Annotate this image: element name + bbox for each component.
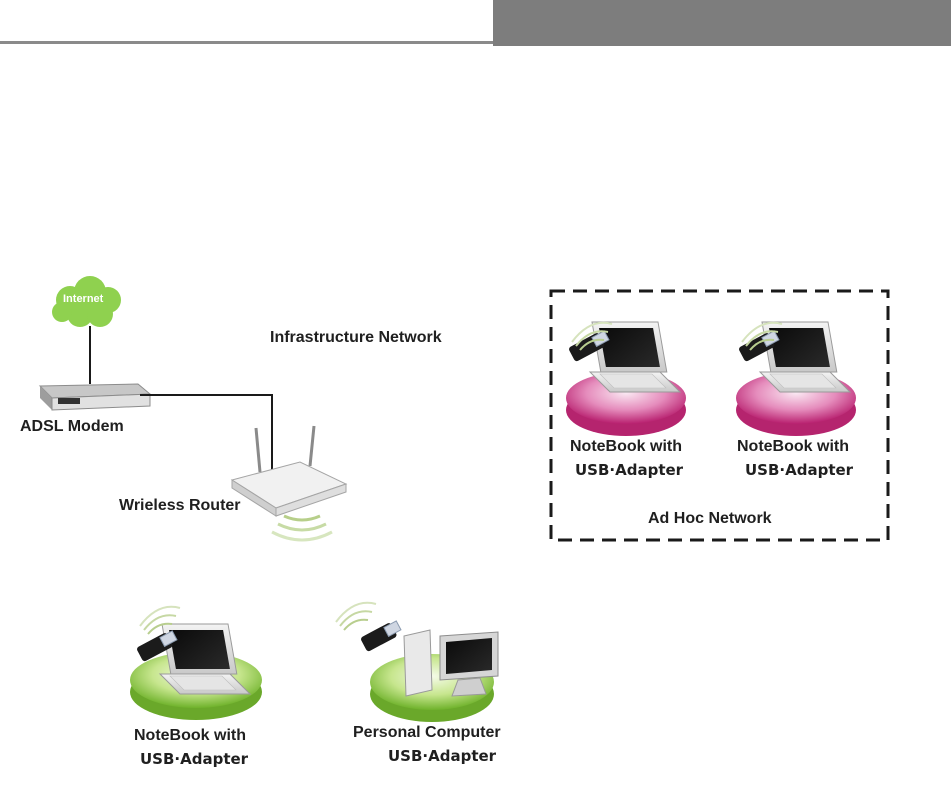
adhoc-notebook-2-line2: USB·Adapter <box>745 461 853 479</box>
infrastructure-network-label: Infrastructure Network <box>270 329 442 347</box>
adhoc-notebook-1-line2: USB·Adapter <box>575 461 683 479</box>
adhoc-notebook-2-icon <box>736 322 856 436</box>
infra-notebook-icon <box>130 607 262 720</box>
adhoc-notebook-2-line1: NoteBook with <box>737 438 849 456</box>
adhoc-notebook-1-icon <box>566 322 686 436</box>
adhoc-notebook-1-line1: NoteBook with <box>570 438 682 456</box>
infra-pc-icon <box>336 603 498 722</box>
wifi-signal-icon <box>272 516 332 540</box>
adsl-modem-label: ADSL Modem <box>20 418 124 436</box>
infra-notebook-line1: NoteBook with <box>134 727 246 745</box>
adhoc-network-label: Ad Hoc Network <box>648 510 772 528</box>
infra-pc-line1: Personal Computer <box>353 724 501 742</box>
router-label: Wrieless Router <box>119 497 241 515</box>
infra-notebook-line2: USB·Adapter <box>140 750 248 768</box>
internet-label: Internet <box>63 293 103 305</box>
infra-pc-line2: USB·Adapter <box>388 747 496 765</box>
modem-icon <box>40 384 150 410</box>
router-icon <box>232 426 346 516</box>
